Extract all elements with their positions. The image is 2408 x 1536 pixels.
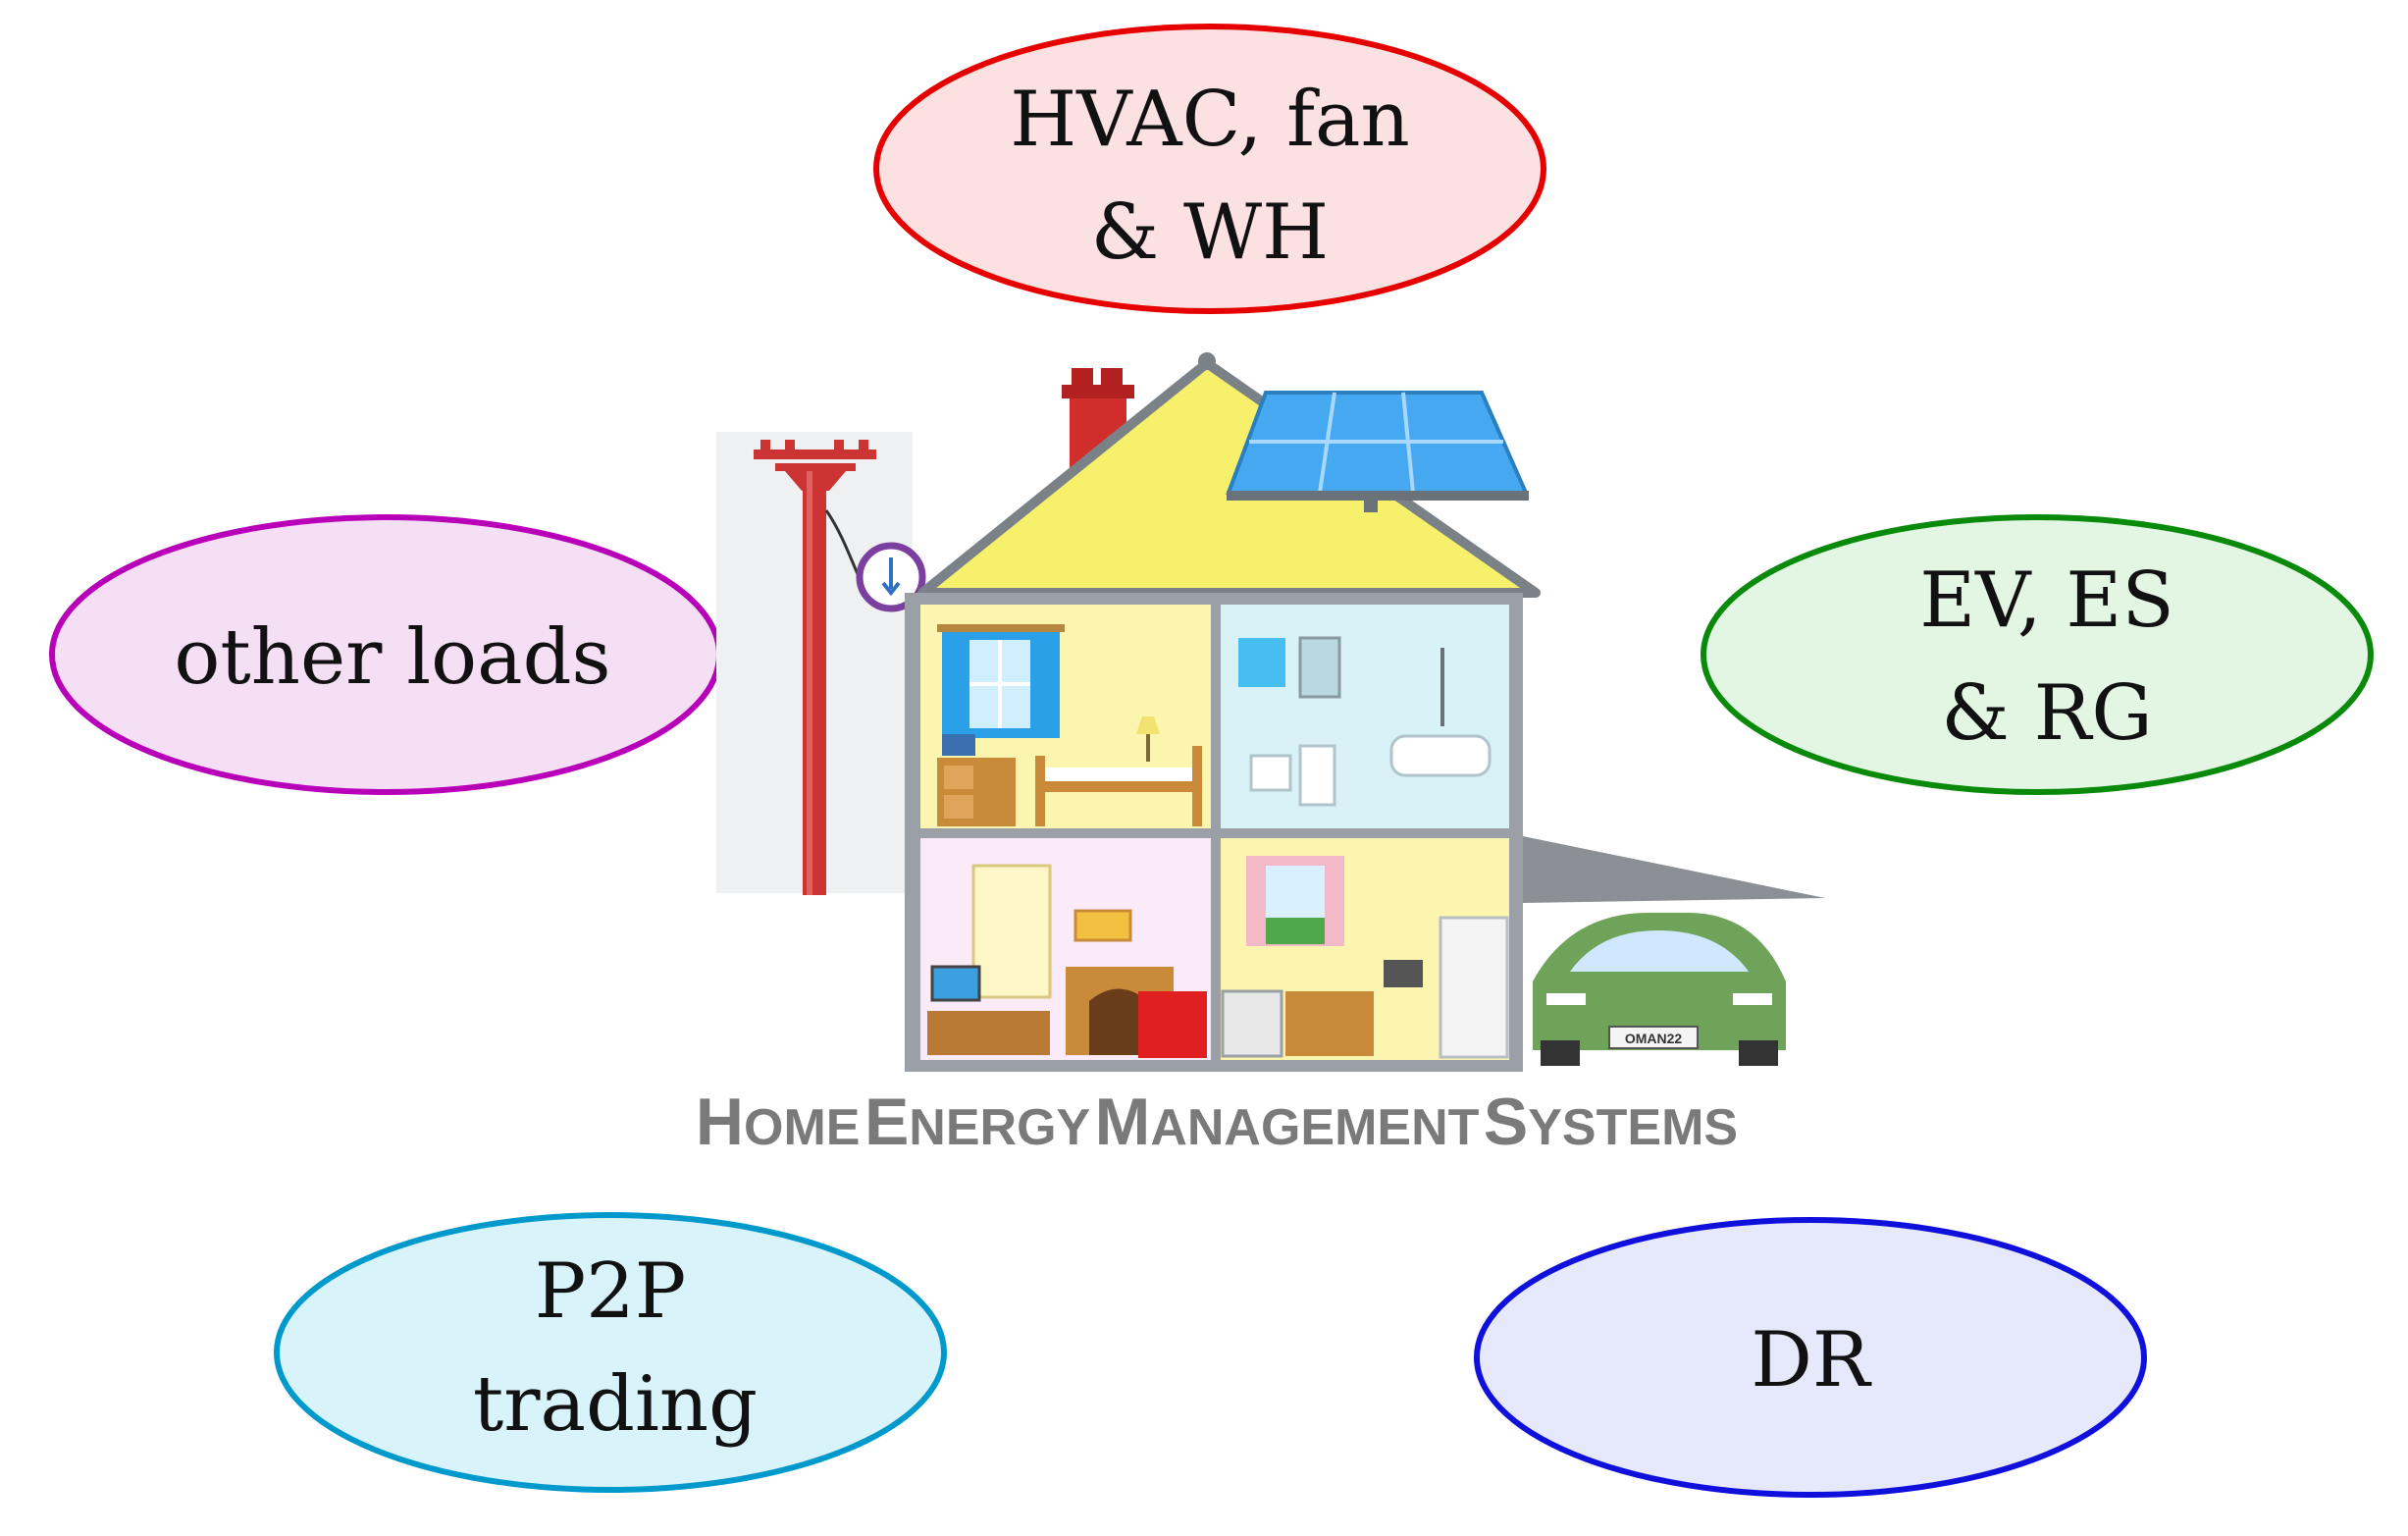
hems-title-w1-rest: OME bbox=[744, 1099, 860, 1156]
utility-pole bbox=[754, 440, 884, 895]
carport bbox=[1523, 836, 1825, 903]
bubble-hvac-line1: HVAC, fan bbox=[1010, 76, 1409, 164]
bubble-other-loads-line1: other loads bbox=[174, 613, 610, 702]
living-room-details bbox=[927, 864, 1207, 1058]
solar-panel bbox=[1226, 391, 1530, 512]
bubble-other-loads: other loads bbox=[49, 514, 722, 795]
bubble-ev-es-rg: EV, ES & RG bbox=[1701, 514, 2374, 795]
hems-title-w3-rest: ANAGEMENT bbox=[1150, 1099, 1479, 1156]
bubble-hvac-shape bbox=[873, 24, 1546, 314]
bubble-ev-es-rg-line1: EV, ES bbox=[1919, 556, 2174, 645]
bubble-hvac-line2: & WH bbox=[1091, 188, 1329, 277]
hems-title-w1-initial: H bbox=[696, 1085, 744, 1159]
hems-title-w4-rest: YSTEMS bbox=[1528, 1099, 1738, 1156]
house-illustration: OMAN22 HOME ENERGY MANAGEMENT SYSTEMS bbox=[696, 352, 1825, 1159]
bubble-p2p-trading-shape bbox=[274, 1212, 947, 1493]
bathroom-details bbox=[1238, 636, 1492, 807]
bubble-hvac: HVAC, fan & WH bbox=[873, 24, 1546, 314]
hems-title-w2-rest: NERGY bbox=[909, 1099, 1090, 1156]
bedroom-details bbox=[937, 624, 1202, 826]
bubble-p2p-trading-line1: P2P bbox=[535, 1247, 687, 1336]
bubble-p2p-trading: P2P trading bbox=[274, 1212, 947, 1493]
hems-title-w2-initial: E bbox=[864, 1085, 909, 1159]
hems-title-w4-initial: S bbox=[1484, 1085, 1528, 1159]
bubble-ev-es-rg-line2: & RG bbox=[1941, 669, 2152, 758]
bubble-ev-es-rg-shape bbox=[1701, 514, 2374, 795]
hems-title: HOME ENERGY MANAGEMENT SYSTEMS bbox=[696, 1085, 1738, 1159]
kitchen-details bbox=[1221, 856, 1509, 1059]
license-plate: OMAN22 bbox=[1625, 1031, 1683, 1046]
hems-title-w3-initial: M bbox=[1095, 1085, 1151, 1159]
electric-car: OMAN22 bbox=[1533, 913, 1786, 1066]
bubble-dr-shape bbox=[1474, 1217, 2147, 1498]
bubble-dr-line1: DR bbox=[1751, 1316, 1872, 1404]
bubble-p2p-trading-line2: trading bbox=[473, 1360, 758, 1449]
bubble-dr: DR bbox=[1474, 1217, 2147, 1498]
